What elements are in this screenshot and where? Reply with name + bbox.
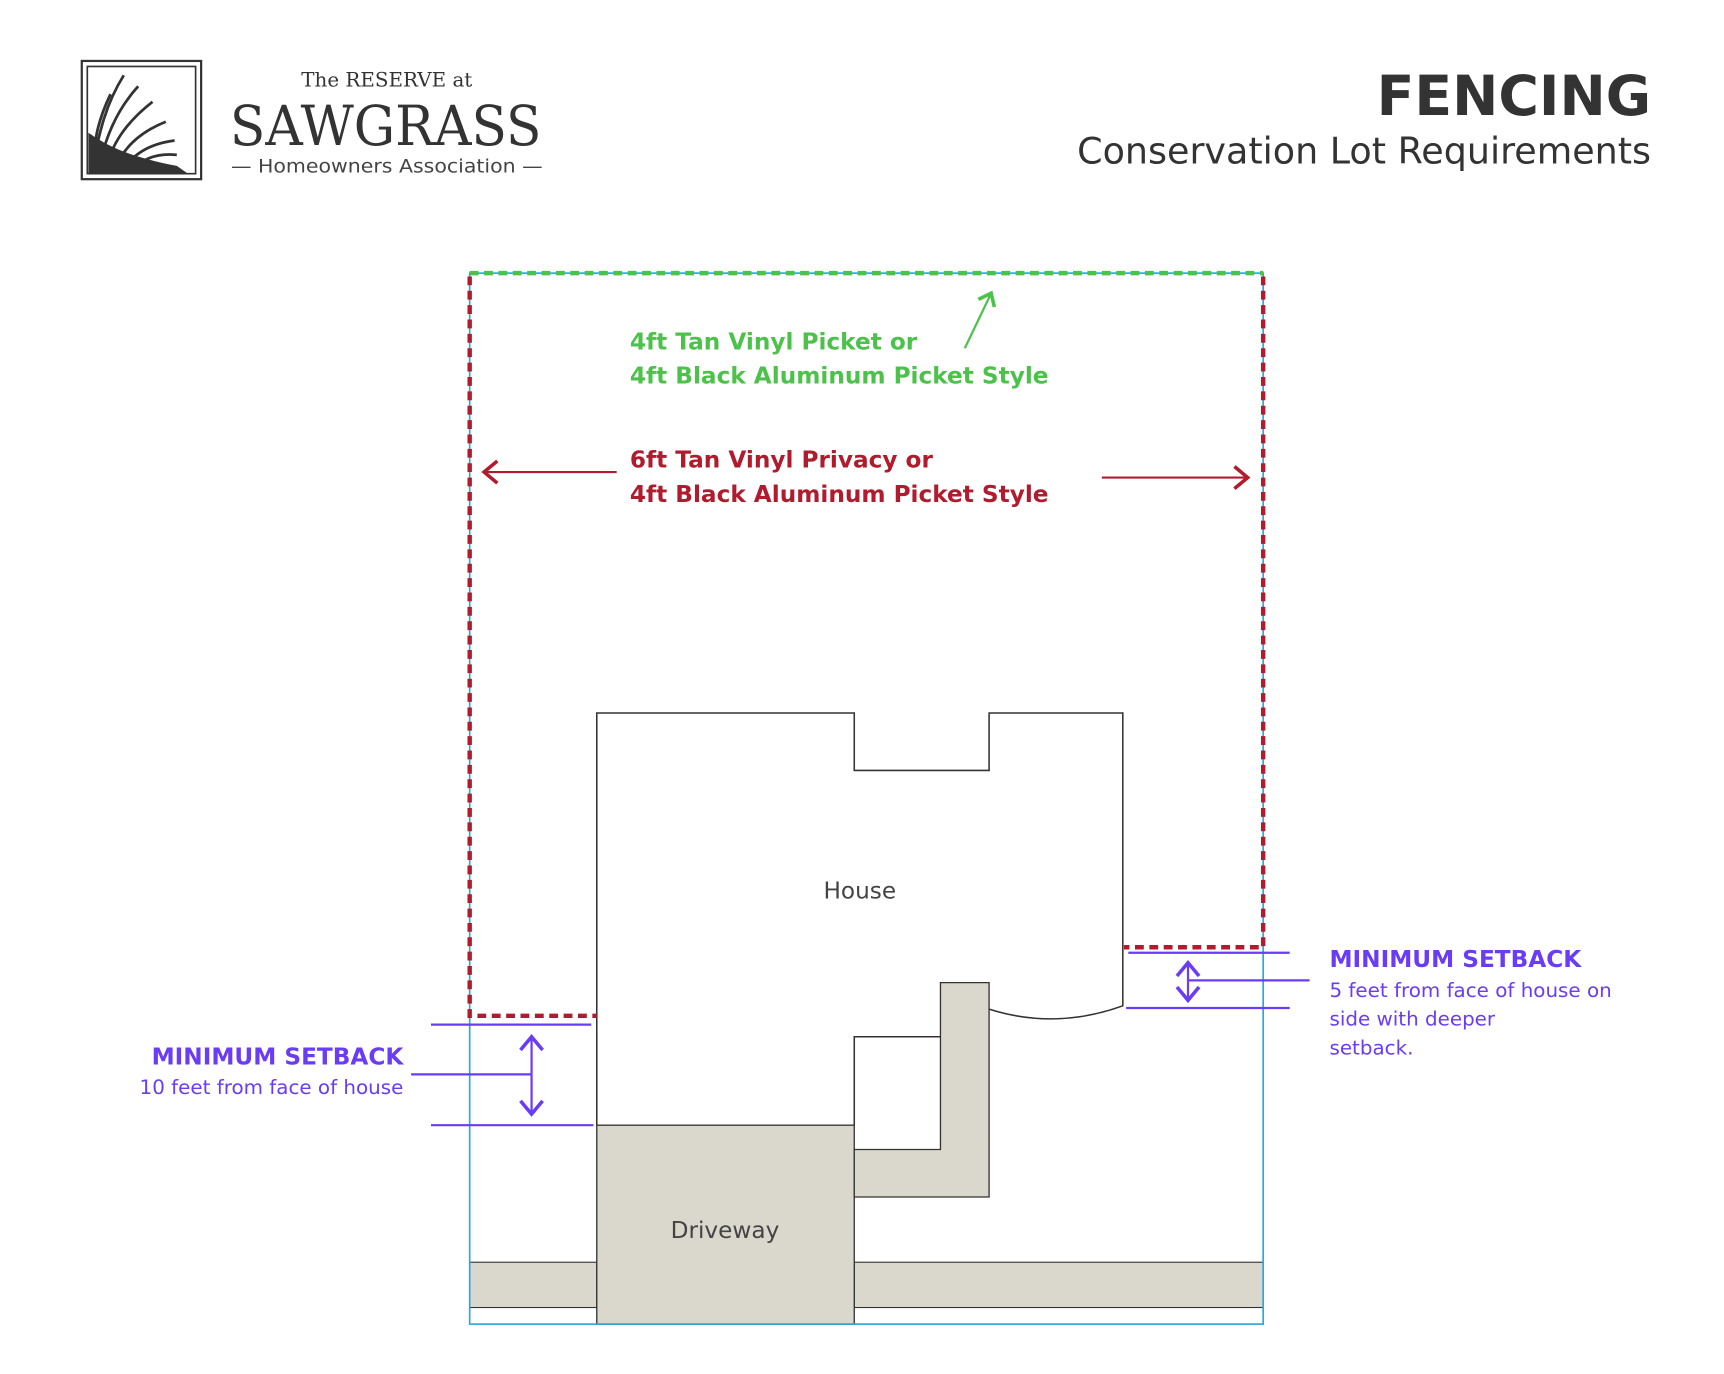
right-setback-marker bbox=[1126, 951, 1310, 1010]
driveway-label: Driveway bbox=[671, 1217, 780, 1244]
page-subtitle: Conservation Lot Requirements bbox=[1077, 130, 1651, 173]
right-setback-text-3: setback. bbox=[1329, 1036, 1413, 1059]
left-setback-marker bbox=[411, 1023, 594, 1127]
right-setback-text-2: side with deeper bbox=[1329, 1008, 1495, 1031]
right-privacy-fence bbox=[1123, 276, 1266, 950]
logo: The RESERVE at SAWGRASS — Homeowners Ass… bbox=[80, 59, 543, 181]
left-privacy-fence bbox=[467, 276, 597, 1018]
house-outline bbox=[595, 712, 1124, 1126]
red-label-1: 6ft Tan Vinyl Privacy or bbox=[630, 447, 934, 474]
walkway bbox=[853, 981, 990, 1198]
sidewalk-right bbox=[853, 1261, 1264, 1309]
green-arrow-icon bbox=[963, 290, 997, 349]
left-setback-title: MINIMUM SETBACK bbox=[152, 1043, 405, 1070]
sidewalk-left bbox=[469, 1261, 598, 1309]
logo-frame bbox=[80, 59, 203, 181]
right-setback-title: MINIMUM SETBACK bbox=[1329, 946, 1582, 973]
green-label-2: 4ft Black Aluminum Picket Style bbox=[630, 363, 1049, 390]
page-title: FENCING bbox=[1377, 65, 1651, 129]
left-setback-text: 10 feet from face of house bbox=[140, 1076, 404, 1099]
logo-line3: — Homeowners Association — bbox=[231, 157, 543, 178]
red-label-2: 4ft Black Aluminum Picket Style bbox=[630, 481, 1049, 508]
green-label-1: 4ft Tan Vinyl Picket or bbox=[630, 328, 918, 355]
logo-line2: SAWGRASS bbox=[230, 95, 542, 159]
house-label: House bbox=[823, 878, 896, 905]
right-setback-text-1: 5 feet from face of house on bbox=[1329, 979, 1611, 1002]
logo-line1: The RESERVE at bbox=[301, 68, 472, 91]
